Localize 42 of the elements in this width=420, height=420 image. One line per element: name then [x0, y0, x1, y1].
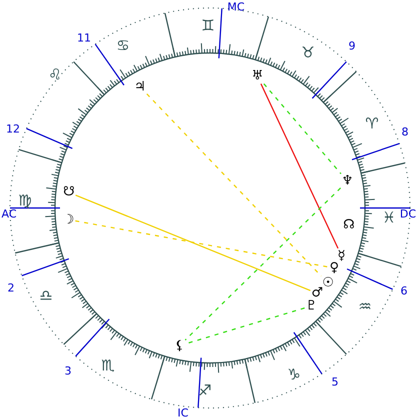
planet-symbol: ☊: [343, 218, 355, 232]
house-number: 6: [400, 286, 408, 296]
zodiac-sign-symbol: ♉: [301, 46, 315, 60]
zodiac-sign-symbol: ♌: [48, 68, 62, 82]
planet-symbol: ⚸: [174, 339, 184, 352]
zodiac-sign-symbol: ♐: [198, 384, 212, 398]
aspect-line: [75, 194, 311, 292]
aspect-line: [146, 93, 322, 276]
angle-label: MC: [227, 2, 245, 12]
zodiac-sign-symbol: ♋: [116, 38, 130, 54]
aspect-line: [263, 83, 342, 174]
zodiac-sign-symbol: ♑: [287, 368, 301, 382]
house-number: 11: [77, 32, 91, 44]
angle-label: DC: [400, 208, 416, 220]
zodiac-sign-symbol: ♒: [358, 300, 372, 314]
zodiac-sign-symbol: ♏: [101, 358, 115, 374]
zodiac-sign-symbol: ♊: [201, 18, 215, 34]
aspect-line: [75, 220, 329, 268]
planet-symbol: ☉: [322, 276, 334, 290]
aspect-line: [184, 188, 342, 340]
zodiac-sign-symbol: ♓: [382, 210, 396, 226]
angle-label: IC: [178, 408, 188, 418]
aspect-line: [260, 84, 339, 249]
house-number: 9: [348, 40, 356, 52]
planet-symbol: ♃: [134, 80, 146, 94]
planet-symbol: ☽: [62, 213, 74, 226]
house-number: 5: [332, 376, 338, 388]
planet-symbol: ♇: [306, 299, 318, 312]
house-number: 3: [64, 366, 72, 376]
zodiac-sign-symbol: ♈: [365, 116, 379, 132]
house-number: 2: [8, 282, 14, 294]
planet-symbol: ♂: [311, 286, 324, 300]
house-number: 12: [6, 124, 20, 134]
house-number: 8: [402, 126, 408, 138]
zodiac-sign-symbol: ♎: [39, 288, 53, 304]
planet-symbol: ☋: [63, 186, 75, 199]
planet-symbol: ♀: [329, 262, 339, 275]
angle-label: AC: [2, 208, 16, 220]
zodiac-sign-symbol: ♍: [18, 194, 32, 208]
planet-symbol: ☿: [338, 249, 346, 262]
planet-symbol: ♅: [252, 70, 264, 83]
planet-symbol: ♆: [342, 174, 354, 188]
